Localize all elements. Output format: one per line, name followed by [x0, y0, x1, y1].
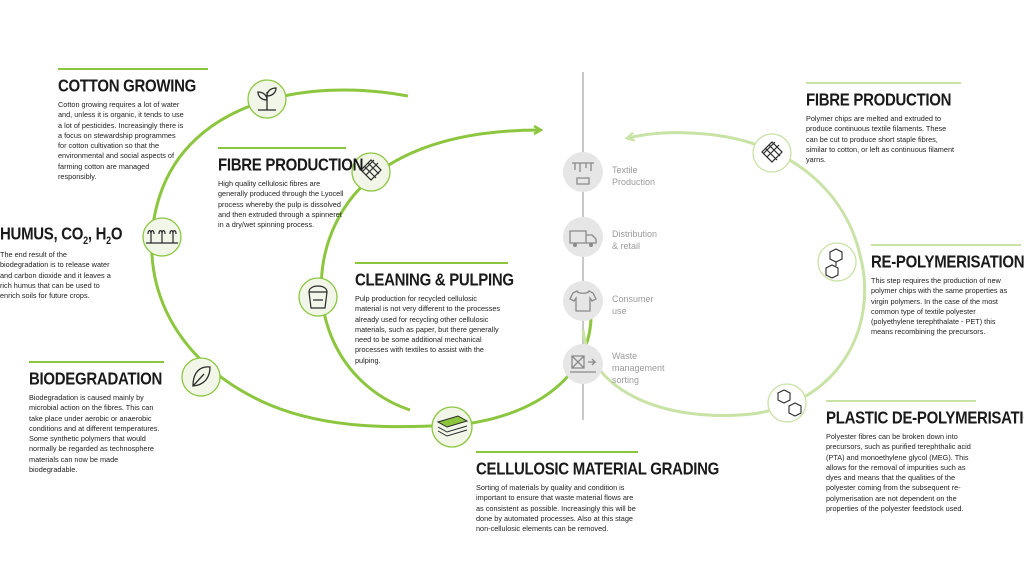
stage-label-line: Distribution — [612, 229, 658, 239]
stage-label-line: & retail — [612, 241, 641, 251]
delivery-truck-icon — [563, 217, 603, 257]
section-biodegradation: BIODEGRADATION Biodegradation is caused … — [29, 361, 164, 475]
title-part: HUMUS, CO — [0, 224, 84, 245]
title-part: O — [110, 224, 123, 245]
section-rule — [476, 451, 638, 453]
inner-cycle-arc — [319, 130, 593, 428]
stage-label-line: Textile — [612, 165, 638, 175]
stage-label-line: sorting — [612, 375, 640, 385]
section-title: CELLULOSIC MATERIAL GRADING — [476, 459, 720, 480]
section-rule — [29, 361, 164, 363]
molecule-broken-icon — [767, 383, 807, 423]
mesh-fibre-icon — [351, 152, 391, 192]
section-re-polymerisation: RE-POLYMERISATION This step requires the… — [871, 244, 1024, 338]
stage-textile-production: Textile Production — [612, 164, 655, 188]
section-title: HUMUS, CO2, H2O — [0, 224, 130, 246]
molecule-icon — [817, 242, 857, 282]
section-body: Sorting of materials by quality and cond… — [476, 483, 636, 534]
section-body: The end result of the biodegradation is … — [0, 250, 111, 301]
stage-label-line: management — [612, 363, 665, 373]
stage-label-line: use — [612, 306, 627, 316]
polymer-mesh-icon — [752, 133, 792, 173]
polyester-cycle-arc — [581, 131, 867, 418]
section-humus: HUMUS, CO2, H2O The end result of the bi… — [0, 224, 130, 301]
section-title: COTTON GROWING — [58, 76, 197, 97]
section-title: PLASTIC DE-POLYMERISATION — [826, 408, 1024, 429]
section-cellulosic-material-grading: CELLULOSIC MATERIAL GRADING Sorting of m… — [476, 451, 720, 534]
section-body: Polymer chips are melted and extruded to… — [806, 114, 955, 165]
section-fibre-production-cellulosic: FIBRE PRODUCTION High quality cellulosic… — [218, 147, 364, 230]
t-shirt-icon — [563, 281, 603, 321]
plant-icon — [247, 79, 287, 119]
section-body: Pulp production for recycled cellulosic … — [355, 294, 501, 365]
section-title: FIBRE PRODUCTION — [218, 155, 364, 176]
section-title: FIBRE PRODUCTION — [806, 90, 952, 111]
subscript: 2 — [83, 234, 88, 247]
section-cotton-growing: COTTON GROWING Cotton growing requires a… — [58, 68, 208, 182]
stage-consumer-use: Consumer use — [612, 293, 654, 317]
section-rule — [871, 244, 1021, 246]
section-rule — [806, 82, 961, 84]
section-title: RE-POLYMERISATION — [871, 252, 1024, 273]
section-title: CLEANING & PULPING — [355, 270, 514, 291]
section-body: High quality cellulosic fibres are gener… — [218, 179, 344, 230]
section-body: Biodegradation is caused mainly by micro… — [29, 393, 160, 475]
pulping-bucket-icon — [298, 277, 338, 317]
stage-distribution-retail: Distribution & retail — [612, 228, 657, 252]
section-body: Polyester fibres can be broken down into… — [826, 432, 971, 514]
section-body: Cotton growing requires a lot of water a… — [58, 100, 184, 182]
waste-sorting-icon — [563, 344, 603, 384]
stage-waste-management: Waste management sorting — [612, 350, 665, 386]
section-body: This step requires the production of new… — [871, 276, 1008, 337]
section-rule — [58, 68, 208, 70]
subscript: 2 — [106, 234, 111, 247]
section-plastic-de-polymerisation: PLASTIC DE-POLYMERISATION Polyester fibr… — [826, 400, 1024, 514]
textile-production-icon — [563, 152, 603, 192]
section-rule — [355, 262, 508, 264]
section-cleaning-pulping: CLEANING & PULPING Pulp production for r… — [355, 262, 514, 366]
section-rule — [826, 400, 976, 402]
layered-material-icon — [431, 406, 473, 448]
stage-label-line: Waste — [612, 351, 638, 361]
title-part: , H — [87, 224, 107, 245]
stage-label-line: Production — [612, 177, 656, 187]
stage-label-line: Consumer — [612, 294, 654, 304]
section-title: BIODEGRADATION — [29, 369, 163, 390]
sprouts-icon — [142, 217, 182, 257]
section-rule — [218, 147, 346, 149]
section-fibre-production-polyester: FIBRE PRODUCTION Polymer chips are melte… — [806, 82, 961, 165]
leaf-icon — [181, 357, 221, 397]
